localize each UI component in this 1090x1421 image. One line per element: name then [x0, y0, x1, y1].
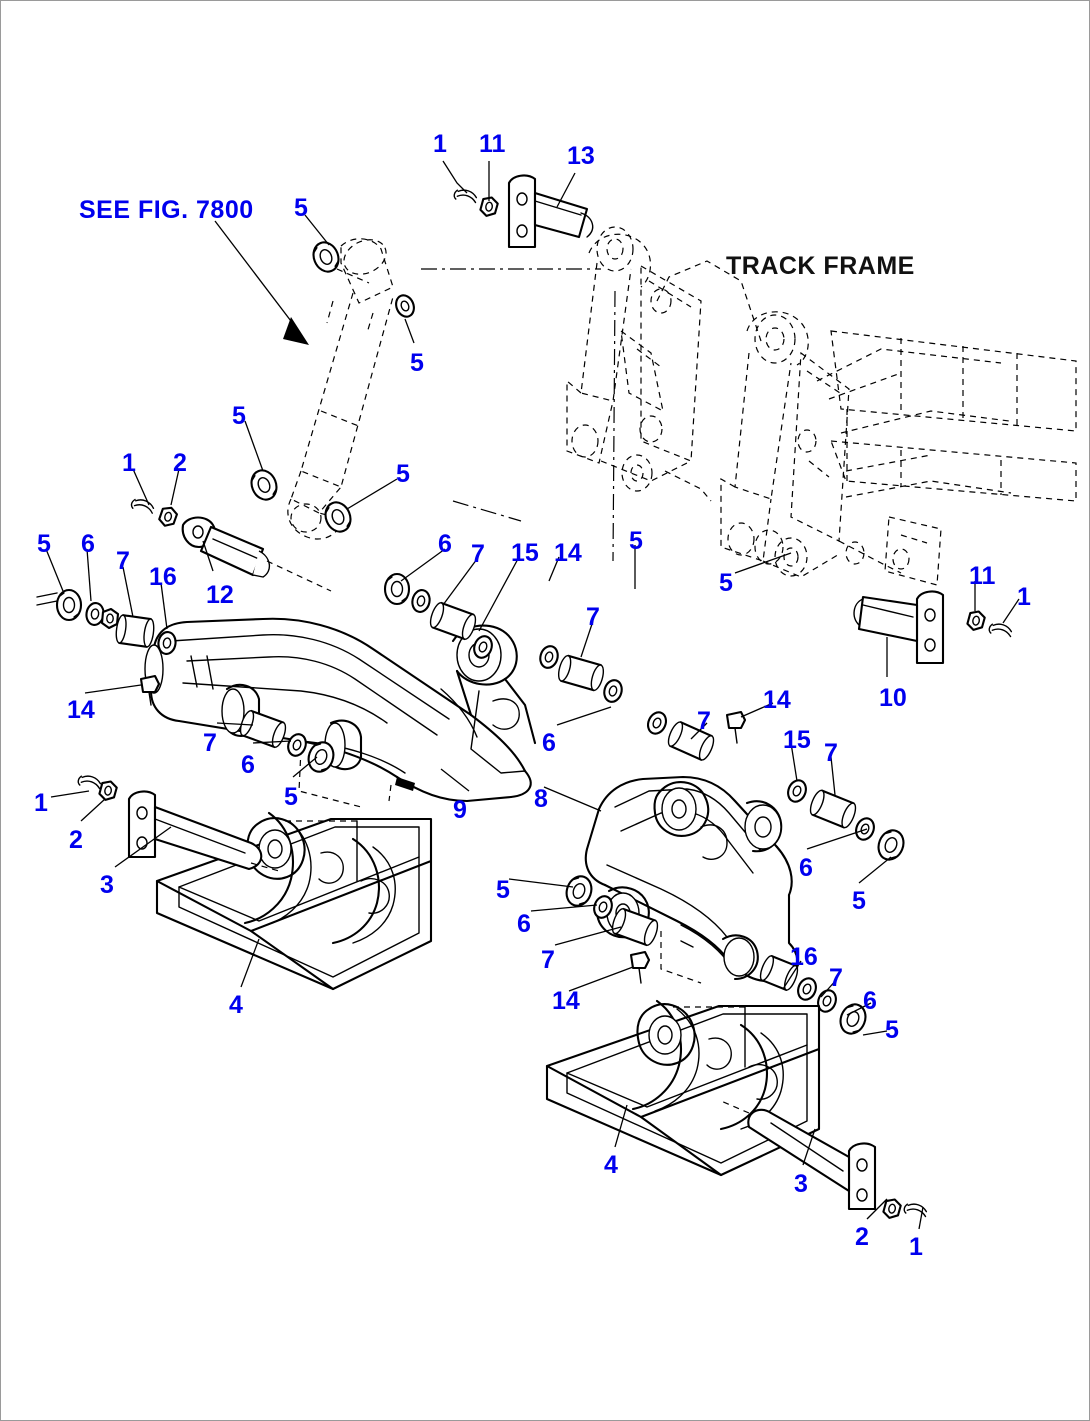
shaft-3-left — [127, 790, 280, 872]
callout-5: 5 — [396, 460, 410, 488]
callout-7: 7 — [541, 946, 555, 974]
see-fig-label: SEE FIG. 7800 — [79, 196, 254, 224]
pin-10 — [853, 590, 945, 665]
callout-2: 2 — [69, 826, 83, 854]
callout-5: 5 — [284, 783, 298, 811]
callout-2: 2 — [173, 449, 187, 477]
callout-14: 14 — [67, 696, 95, 724]
callout-7: 7 — [116, 547, 130, 575]
shaft-3-right — [720, 1100, 877, 1211]
callout-1: 1 — [1017, 583, 1031, 611]
callout-16: 16 — [790, 943, 818, 971]
callout-4: 4 — [229, 991, 243, 1019]
shoe-4-left — [155, 811, 433, 991]
callout-15: 15 — [511, 539, 539, 567]
callout-6: 6 — [241, 751, 255, 779]
callout-5: 5 — [629, 527, 643, 555]
callout-1: 1 — [433, 130, 447, 158]
callout-2: 2 — [855, 1223, 869, 1251]
pin-13 — [507, 174, 594, 249]
callout-1: 1 — [909, 1233, 923, 1261]
callout-11: 11 — [479, 130, 506, 158]
callout-6: 6 — [799, 854, 813, 882]
callout-1: 1 — [34, 789, 48, 817]
callout-5: 5 — [410, 349, 424, 377]
track-frame-assembly — [566, 226, 1077, 586]
callout-7: 7 — [829, 964, 843, 992]
grease-fitting-14-right-lower — [629, 950, 651, 984]
track-frame-label: TRACK FRAME — [726, 252, 915, 280]
callout-5: 5 — [496, 876, 510, 904]
callout-10: 10 — [879, 684, 907, 712]
callout-7: 7 — [471, 540, 485, 568]
callout-6: 6 — [517, 910, 531, 938]
callout-5: 5 — [852, 887, 866, 915]
callout-3: 3 — [794, 1170, 808, 1198]
callout-12: 12 — [206, 581, 234, 609]
link-12 — [181, 516, 332, 592]
leader-lines — [45, 160, 1020, 1230]
callout-7: 7 — [824, 739, 838, 767]
callout-5: 5 — [719, 569, 733, 597]
callout-14: 14 — [554, 539, 582, 567]
callout-14: 14 — [763, 686, 791, 714]
callout-7: 7 — [586, 603, 600, 631]
shoe-4-right — [545, 999, 821, 1177]
callout-11: 11 — [969, 562, 996, 590]
callout-7: 7 — [203, 729, 217, 757]
callout-15: 15 — [783, 726, 811, 754]
callout-4: 4 — [604, 1151, 618, 1179]
centerline-vertical — [612, 290, 616, 562]
callout-7: 7 — [697, 707, 711, 735]
callout-9: 9 — [453, 796, 467, 824]
callout-13: 13 — [567, 142, 595, 170]
callout-6: 6 — [438, 530, 452, 558]
callout-5: 5 — [885, 1016, 899, 1044]
callout-14: 14 — [552, 987, 580, 1015]
grease-fitting-14-right-upper — [725, 710, 747, 744]
callout-6: 6 — [81, 530, 95, 558]
callout-5: 5 — [294, 194, 308, 222]
callout-5: 5 — [37, 530, 51, 558]
callout-6: 6 — [863, 987, 877, 1015]
callout-1: 1 — [122, 449, 136, 477]
grease-fitting-14-left — [139, 674, 161, 706]
callout-16: 16 — [149, 563, 177, 591]
callout-8: 8 — [534, 785, 548, 813]
cylinder-assembly — [287, 238, 394, 540]
callout-5: 5 — [232, 402, 246, 430]
callout-3: 3 — [100, 871, 114, 899]
callout-6: 6 — [542, 729, 556, 757]
